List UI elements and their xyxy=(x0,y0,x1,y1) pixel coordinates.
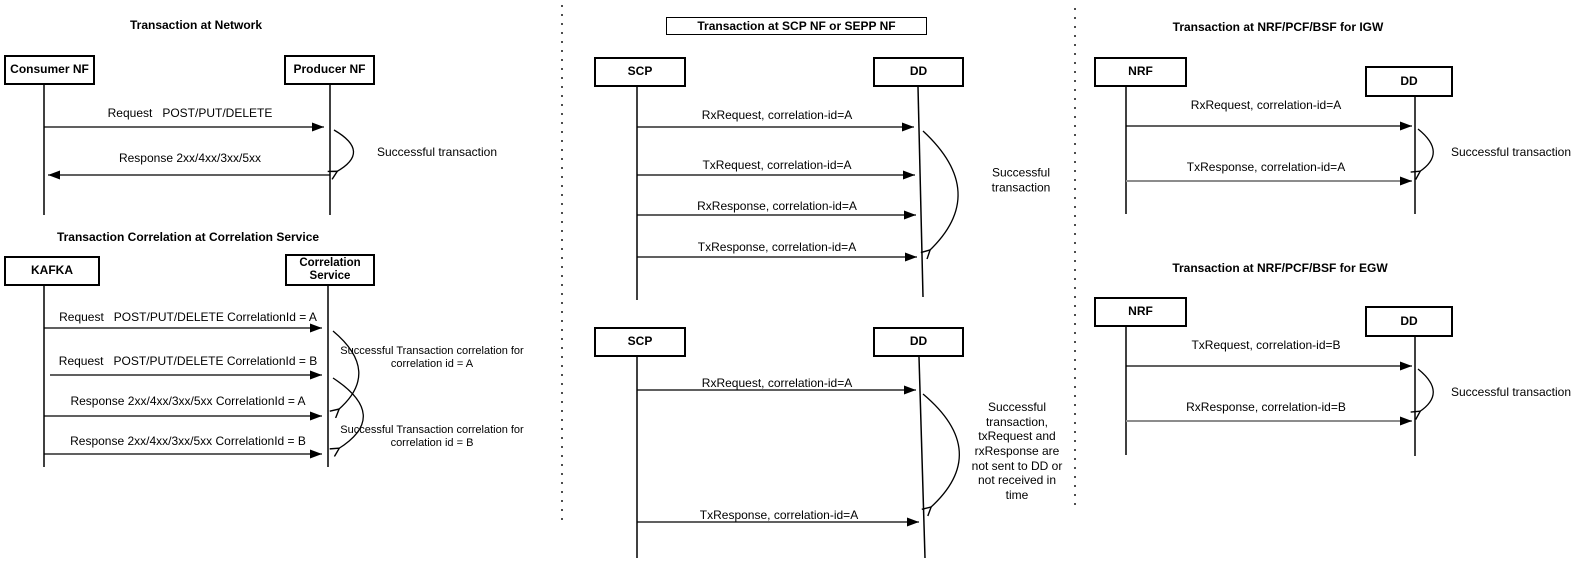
response-message-label: Response 2xx/4xx/3xx/5xx xyxy=(118,151,262,165)
igw-rx-request-message-label: RxRequest, correlation-id=A xyxy=(1190,98,1342,112)
scp-success-arc xyxy=(923,130,959,251)
network-success-annotation: Successful transaction xyxy=(376,145,498,159)
egw-tx-request-message-label: TxRequest, correlation-id=B xyxy=(1191,338,1341,352)
network-section-title: Transaction at Network xyxy=(129,18,263,32)
rx-response-message-label: RxResponse, correlation-id=A xyxy=(697,199,857,213)
nrf-egw-label: NRF xyxy=(1128,304,1153,319)
nrf-egw-box: NRF xyxy=(1094,297,1187,327)
scp-top-label: SCP xyxy=(627,64,653,79)
scp-bottom-label: SCP xyxy=(627,334,653,349)
igw-tx-response-message-label: TxResponse, correlation-id=A xyxy=(1186,160,1346,174)
response-a-message-label: Response 2xx/4xx/3xx/5xx CorrelationId =… xyxy=(70,394,306,408)
consumer-nf-box: Consumer NF xyxy=(4,55,95,85)
producer-nf-box: Producer NF xyxy=(284,55,375,85)
kafka-label: KAFKA xyxy=(31,263,73,278)
scp-section-title: Transaction at SCP NF or SEPP NF xyxy=(697,19,896,33)
scp-section-title-box: Transaction at SCP NF or SEPP NF xyxy=(666,17,927,35)
request-b-message-label: Request POST/PUT/DELETE CorrelationId = … xyxy=(58,354,318,368)
dd-bottom-lifeline xyxy=(918,356,926,559)
dd-igw-box: DD xyxy=(1365,66,1453,97)
igw-success-annotation: Successful transaction xyxy=(1450,145,1572,159)
scp-partial-annotation: Successful transaction, txRequest and rx… xyxy=(971,399,1063,502)
tx-response-partial-message-label: TxResponse, correlation-id=A xyxy=(699,508,859,522)
dd-top-lifeline xyxy=(917,86,924,298)
request-a-message-label: Request POST/PUT/DELETE CorrelationId = … xyxy=(59,310,317,324)
correlation-b-annotation: Successful Transaction correlation for c… xyxy=(340,424,524,449)
request-message-label: Request POST/PUT/DELETE xyxy=(107,106,273,120)
egw-rx-response-message-label: RxResponse, correlation-id=B xyxy=(1186,400,1346,414)
network-success-arc xyxy=(334,129,355,172)
dd-top-label: DD xyxy=(909,64,928,79)
egw-success-annotation: Successful transaction xyxy=(1450,385,1572,399)
tx-response-message-label: TxResponse, correlation-id=A xyxy=(697,240,857,254)
igw-section-title: Transaction at NRF/PCF/BSF for IGW xyxy=(1172,20,1384,34)
consumer-nf-label: Consumer NF xyxy=(10,62,89,77)
scp-partial-arc xyxy=(923,393,960,508)
response-b-message-label: Response 2xx/4xx/3xx/5xx CorrelationId =… xyxy=(70,434,306,448)
dd-top-box: DD xyxy=(873,57,964,87)
rx-request-partial-message-label: RxRequest, correlation-id=A xyxy=(701,376,853,390)
dd-bottom-label: DD xyxy=(909,334,928,349)
correlation-a-arc xyxy=(333,330,360,410)
scp-bottom-box: SCP xyxy=(594,327,686,357)
correlation-b-arc xyxy=(333,377,364,449)
scp-top-box: SCP xyxy=(594,57,686,87)
dd-bottom-box: DD xyxy=(873,327,964,357)
producer-nf-label: Producer NF xyxy=(293,62,366,77)
correlation-section-title: Transaction Correlation at Correlation S… xyxy=(56,230,320,244)
rx-request-message-label: RxRequest, correlation-id=A xyxy=(701,108,853,122)
nrf-igw-label: NRF xyxy=(1128,64,1153,79)
kafka-box: KAFKA xyxy=(4,256,100,286)
scp-success-annotation: Successful transaction xyxy=(991,165,1051,194)
nrf-igw-box: NRF xyxy=(1094,57,1187,87)
correlation-service-box: Correlation Service xyxy=(285,254,375,286)
tx-request-message-label: TxRequest, correlation-id=A xyxy=(702,158,852,172)
egw-section-title: Transaction at NRF/PCF/BSF for EGW xyxy=(1172,261,1388,275)
dd-egw-box: DD xyxy=(1365,306,1453,337)
correlation-service-label: Correlation Service xyxy=(299,256,361,282)
dd-igw-label: DD xyxy=(1400,73,1418,88)
igw-success-arc xyxy=(1418,128,1434,172)
egw-success-arc xyxy=(1418,368,1434,412)
dd-egw-label: DD xyxy=(1400,313,1418,328)
correlation-a-annotation: Successful Transaction correlation for c… xyxy=(340,345,524,370)
